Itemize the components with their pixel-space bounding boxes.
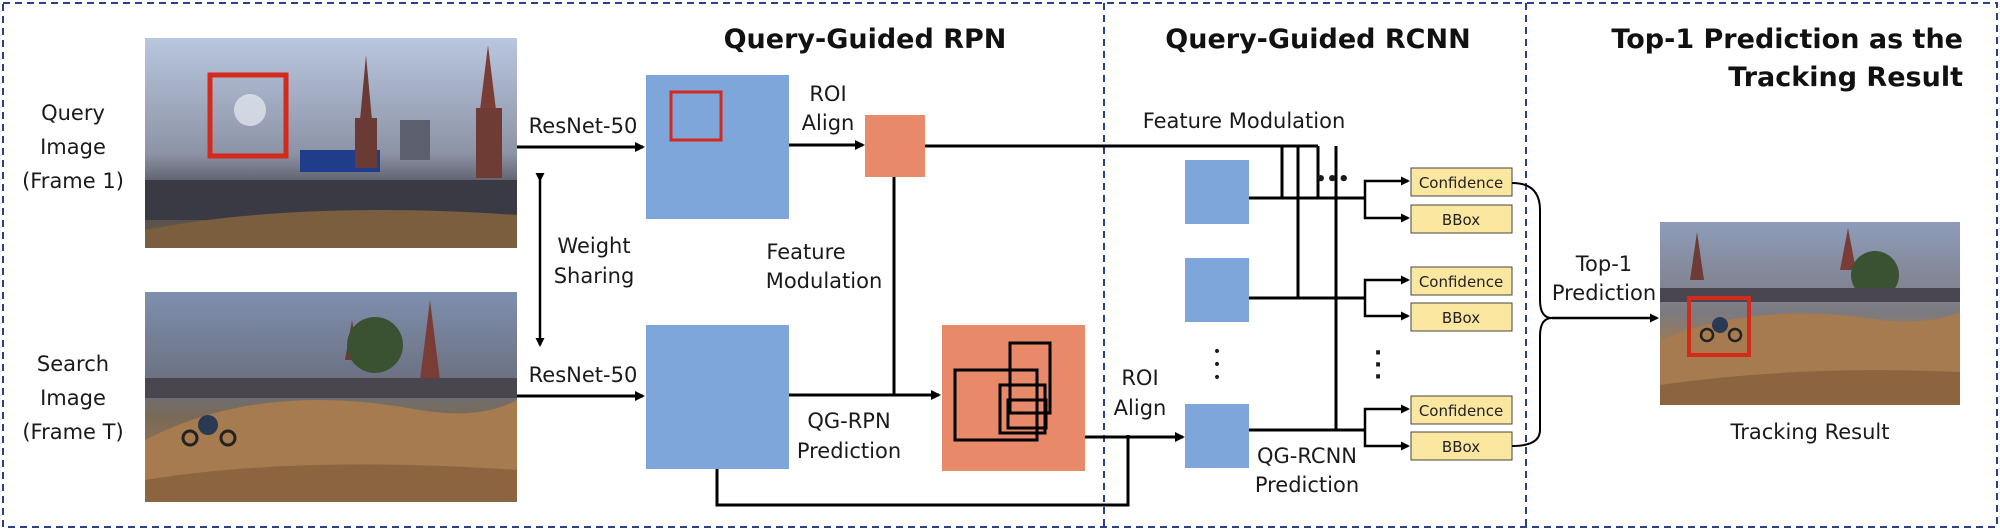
confidence-head-1-label: Confidence xyxy=(1419,174,1503,192)
confidence-head-3 xyxy=(1410,395,1513,425)
title-top1-line2: Tracking Result xyxy=(1728,62,1963,93)
top1-brace xyxy=(1511,182,1553,447)
label-feat-mod-mid-1: Feature xyxy=(766,240,845,264)
label-roi-align-top-2: Align xyxy=(802,111,855,135)
ellipsis-vertical-3: • xyxy=(1213,370,1221,386)
bbox-head-2 xyxy=(1410,302,1513,332)
bbox-head-3 xyxy=(1410,431,1513,461)
rpn-proposals-map xyxy=(942,325,1085,471)
label-roi-align-bottom-1: ROI xyxy=(1121,366,1158,390)
label-qg-rpn-pred-1: QG-RPN xyxy=(807,409,890,433)
query-target-box xyxy=(207,72,289,159)
confidence-head-1 xyxy=(1410,167,1513,197)
head-fork-2 xyxy=(1363,275,1410,321)
label-query-image-1: Query xyxy=(41,101,105,125)
title-top1-line1: Top-1 Prediction as the xyxy=(1611,24,1963,55)
bbox-head-2-label: BBox xyxy=(1442,309,1480,327)
label-tracking-result: Tracking Result xyxy=(1730,420,1890,444)
bbox-head-1-label: BBox xyxy=(1442,211,1480,229)
label-weight-sharing-1: Weight xyxy=(557,234,630,258)
proposal-box-1 xyxy=(1008,341,1052,415)
label-qg-rcnn-pred-2: Prediction xyxy=(1255,473,1359,497)
label-query-image-3: (Frame 1) xyxy=(22,169,124,193)
label-search-image-2: Image xyxy=(40,386,106,410)
query-feature-roi-box xyxy=(669,90,723,142)
confidence-head-2 xyxy=(1410,266,1513,296)
head-fork-3 xyxy=(1363,404,1410,451)
label-feature-modulation-top: Feature Modulation xyxy=(1143,109,1346,133)
label-qg-rcnn-pred-1: QG-RCNN xyxy=(1257,444,1357,468)
tracking-result-box xyxy=(1687,296,1751,357)
bbox-head-3-label: BBox xyxy=(1442,438,1480,456)
label-resnet-bottom: ResNet-50 xyxy=(529,363,638,387)
proposal-box-2 xyxy=(953,368,1039,442)
label-query-image-2: Image xyxy=(40,135,106,159)
ellipsis-horizontal: ••• xyxy=(1315,169,1350,190)
label-top1-pred-2: Prediction xyxy=(1552,281,1656,305)
label-feat-mod-mid-2: Modulation xyxy=(766,269,883,293)
label-search-image-3: (Frame T) xyxy=(22,420,123,444)
title-query-guided-rcnn: Query-Guided RCNN xyxy=(1165,24,1470,55)
query-image xyxy=(145,38,517,248)
confidence-head-3-label: Confidence xyxy=(1419,402,1503,420)
ellipsis-vertical-2: • xyxy=(1213,357,1221,373)
rcnn-roi-feature-3 xyxy=(1185,404,1249,468)
head-fork-1 xyxy=(1363,176,1410,223)
label-qg-rpn-pred-2: Prediction xyxy=(797,439,901,463)
label-top1-pred-1: Top-1 xyxy=(1575,252,1632,276)
roi-feature-box xyxy=(865,115,925,177)
rcnn-roi-feature-1 xyxy=(1185,160,1249,224)
label-roi-align-top-1: ROI xyxy=(809,82,846,106)
label-search-image-1: Search xyxy=(37,352,109,376)
query-feature-map xyxy=(646,75,789,219)
rcnn-roi-feature-2 xyxy=(1185,258,1249,322)
title-query-guided-rpn: Query-Guided RPN xyxy=(724,24,1007,55)
bbox-head-1 xyxy=(1410,204,1513,234)
confidence-head-2-label: Confidence xyxy=(1419,273,1503,291)
label-resnet-top: ResNet-50 xyxy=(529,114,638,138)
search-image xyxy=(145,292,517,502)
label-roi-align-bottom-2: Align xyxy=(1114,396,1167,420)
proposal-box-4 xyxy=(1006,398,1048,430)
tracking-result-image xyxy=(1660,222,1960,405)
ellipsis-vertical-heads: ··· xyxy=(1374,341,1382,390)
search-feature-skip-line xyxy=(715,435,1130,507)
ellipsis-vertical-1: • xyxy=(1213,344,1221,360)
search-feature-map xyxy=(646,325,789,469)
label-weight-sharing-2: Sharing xyxy=(554,264,635,288)
